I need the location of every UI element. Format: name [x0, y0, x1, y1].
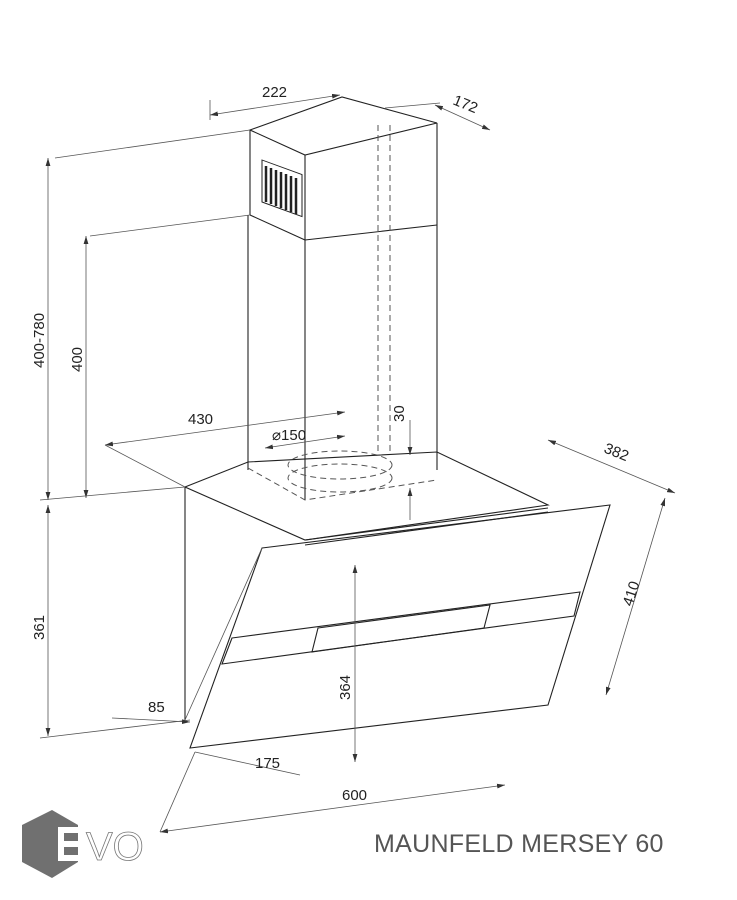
svg-text:VO: VO [86, 825, 144, 869]
dim-total-height: 400-780 [31, 313, 48, 368]
dim-panel-inner-height: 364 [337, 675, 354, 700]
dim-chimney-width: 222 [262, 84, 287, 101]
dim-panel-height: 410 [620, 579, 644, 608]
dim-hood-top-width: 430 [188, 411, 213, 428]
dim-chimney-depth: 172 [451, 92, 481, 117]
dim-chimney-lower-height: 400 [69, 347, 86, 372]
dimension-lines [39, 93, 676, 834]
product-title: MAUNFELD MERSEY 60 [374, 830, 664, 858]
dim-hood-body-height: 361 [31, 615, 48, 640]
dim-duct-diameter: ⌀150 [272, 427, 306, 444]
hood-top-plate [183, 451, 550, 720]
dim-overall-width: 600 [342, 787, 367, 804]
dim-duct-offset: 30 [391, 405, 408, 422]
lower-chimney [247, 125, 438, 501]
glass-panel [184, 504, 611, 749]
upper-chimney [248, 96, 438, 241]
dim-hood-depth: 382 [602, 440, 632, 465]
dim-bottom-offset: 175 [255, 755, 280, 772]
dim-bottom-depth: 85 [148, 699, 165, 716]
evo-logo: VO [22, 810, 144, 878]
vent-grille-icon [261, 159, 303, 218]
